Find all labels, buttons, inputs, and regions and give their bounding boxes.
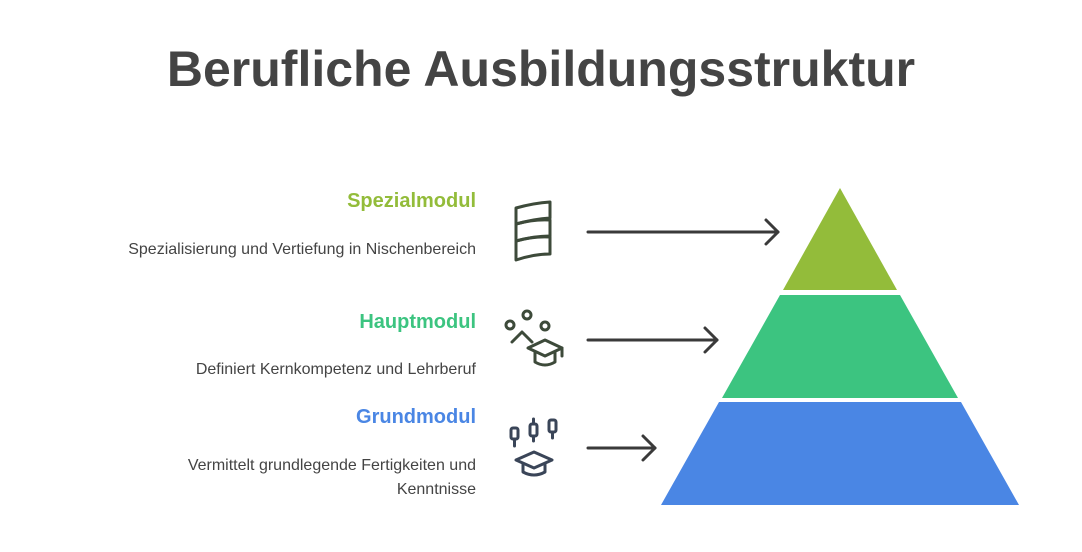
- candlestick-graduation-icon: [509, 417, 558, 477]
- level-heading-grundmodul: Grundmodul: [356, 406, 476, 428]
- pyramid-layer-grundmodul: [661, 402, 1019, 505]
- layered-scroll-icon: [514, 200, 552, 262]
- pyramid-layer-hauptmodul: [722, 295, 958, 398]
- level-description-hauptmodul: Definiert Kernkompetenz und Lehrberuf: [195, 361, 476, 378]
- level-heading-spezialmodul: Spezialmodul: [347, 190, 476, 212]
- level-heading-hauptmodul: Hauptmodul: [359, 311, 476, 333]
- diagram-title: Berufliche Ausbildungsstruktur: [166, 41, 916, 97]
- pyramid-layer-spezialmodul: [783, 188, 897, 290]
- arrow-grundmodul: [586, 434, 657, 462]
- arrow-spezialmodul: [586, 218, 780, 246]
- level-description-spezialmodul: Spezialisierung und Vertiefung in Nische…: [128, 241, 476, 258]
- arrow-hauptmodul: [586, 326, 719, 354]
- skills-graduation-icon: [504, 309, 564, 367]
- level-description-grundmodul: Vermittelt grundlegende Fertigkeiten und…: [187, 457, 476, 498]
